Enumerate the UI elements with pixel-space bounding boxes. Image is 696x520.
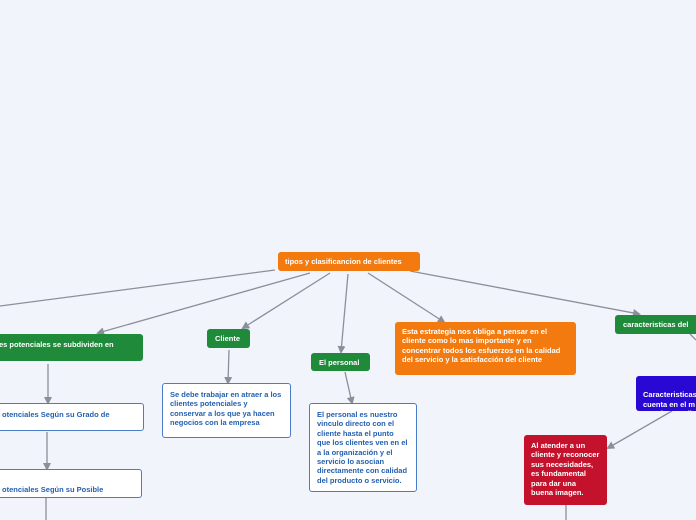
connector-root-to-personal — [337, 273, 349, 354]
caracteristicas-cuenta-node[interactable]: Caracteristicas cuenta en el m atender u… — [636, 376, 696, 411]
cliente-detalle-node[interactable]: Se debe trabajar en atraer a los cliente… — [162, 383, 291, 438]
connector-cliente-to-detalle — [224, 349, 233, 385]
potenciales-posible-label: otenciales Según su Posible e Compras — [2, 485, 104, 497]
potenciales-subdividen-label: es potenciales se subdividen en — [0, 340, 114, 349]
root-topic-node[interactable]: tipos y clasificancion de clientes — [278, 252, 420, 271]
cliente-node[interactable]: Cliente — [207, 329, 250, 348]
estrategia-label: Esta estrategia nos obliga a pensar en e… — [402, 327, 561, 365]
caracteristicas-label: caracteristicas del — [623, 320, 689, 329]
connector-root-to-offscreen-left — [0, 269, 276, 307]
estrategia-node[interactable]: Esta estrategia nos obliga a pensar en e… — [395, 322, 576, 375]
connector-root-to-cliente — [241, 272, 331, 330]
connector-cuenta-to-atender — [606, 410, 673, 450]
cliente-detalle-label: Se debe trabajar en atraer a los cliente… — [170, 390, 282, 428]
caracteristicas-node[interactable]: caracteristicas del — [615, 315, 696, 334]
potenciales-subdividen-node[interactable]: es potenciales se subdividen en — [0, 334, 143, 361]
connector-root-to-potenciales — [96, 272, 311, 336]
connector-caracteristicas-to-offscreen — [689, 333, 696, 341]
atender-label: Al atender a un cliente y reconocer sus … — [531, 441, 600, 497]
connector-root-to-estrategia — [367, 272, 446, 324]
connector-personal-to-detalle — [344, 371, 355, 405]
potenciales-grado-label: otenciales Según su Grado de — [2, 410, 110, 419]
potenciales-grado-node[interactable]: otenciales Según su Grado de — [0, 403, 144, 431]
potenciales-posible-node[interactable]: otenciales Según su Posible e Compras — [0, 469, 142, 498]
personal-label: El personal — [319, 358, 360, 367]
connector-root-to-caracteristicas — [409, 270, 641, 317]
cliente-label: Cliente — [215, 334, 241, 343]
root-topic-label: tipos y clasificancion de clientes — [285, 257, 402, 266]
personal-detalle-label: El personal es nuestro vinculo directo c… — [317, 410, 408, 485]
caracteristicas-cuenta-label: Caracteristicas cuenta en el m atender u… — [643, 390, 696, 411]
personal-detalle-node[interactable]: El personal es nuestro vinculo directo c… — [309, 403, 417, 492]
atender-node[interactable]: Al atender a un cliente y reconocer sus … — [524, 435, 607, 505]
personal-node[interactable]: El personal — [311, 353, 370, 371]
